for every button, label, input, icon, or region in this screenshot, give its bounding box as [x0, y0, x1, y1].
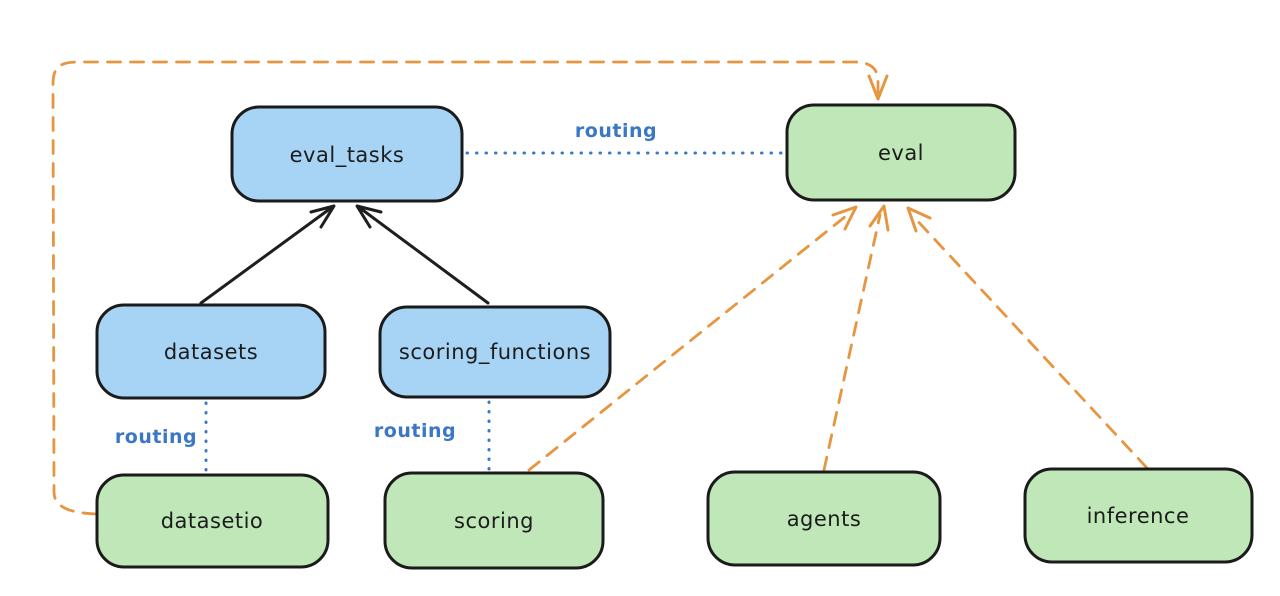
- routing-label-eval-tasks-eval: routing: [575, 120, 657, 142]
- node-agents: agents: [706, 470, 942, 567]
- arrowhead-icon: [867, 74, 889, 101]
- node-label: inference: [1087, 504, 1190, 528]
- node-box: [706, 470, 942, 567]
- node-label: eval_tasks: [290, 143, 405, 168]
- arrowhead-icon: [355, 204, 383, 229]
- arrowhead-icon: [868, 204, 890, 232]
- node-scoring-functions: scoring_functions: [378, 305, 612, 399]
- node-eval-tasks: eval_tasks: [230, 105, 464, 203]
- routing-label-datasets-datasetio: routing: [115, 426, 197, 448]
- edge-line: [527, 210, 853, 472]
- node-box: [230, 105, 464, 203]
- routing-label-scoring-functions-scoring: routing: [374, 420, 456, 442]
- edge-datasetio-to-eval: [51, 60, 889, 516]
- node-label: datasets: [164, 340, 258, 364]
- node-label: datasetio: [161, 509, 264, 533]
- node-inference: inference: [1023, 467, 1254, 564]
- node-eval: eval: [785, 103, 1017, 202]
- node-box: [785, 103, 1017, 202]
- arrowhead-icon: [831, 205, 858, 231]
- edge-scoring-to-eval: [527, 205, 858, 472]
- edge-line: [199, 206, 333, 305]
- node-label: agents: [787, 507, 862, 531]
- node-label: scoring: [454, 509, 534, 533]
- arrowhead-icon: [309, 204, 336, 229]
- node-box: [95, 473, 330, 569]
- edge-line: [358, 206, 490, 305]
- node-box: [95, 303, 327, 400]
- node-box: [383, 471, 605, 570]
- edge-line: [822, 213, 882, 472]
- node-datasets: datasets: [95, 303, 327, 400]
- edge-line: [911, 214, 1149, 470]
- edge-scoring-functions-to-eval-tasks: [355, 204, 490, 305]
- edge-agents-to-eval: [822, 204, 890, 472]
- node-label: eval: [878, 141, 924, 165]
- edge-line: [51, 60, 880, 516]
- node-datasetio: datasetio: [95, 473, 330, 569]
- node-box: [1023, 467, 1254, 564]
- arrowhead-icon: [906, 206, 932, 233]
- edge-datasets-to-eval-tasks: [199, 204, 336, 305]
- node-box: [378, 305, 612, 399]
- node-label: scoring_functions: [399, 340, 591, 365]
- edge-inference-to-eval: [906, 206, 1149, 470]
- node-scoring: scoring: [383, 471, 605, 570]
